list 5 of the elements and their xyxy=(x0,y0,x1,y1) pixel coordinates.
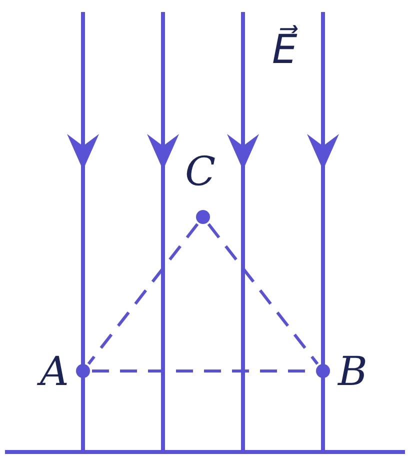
point-label: B xyxy=(338,352,368,392)
field-label: E⃗ xyxy=(272,24,298,75)
dashed-line xyxy=(87,223,199,365)
dashed-line xyxy=(207,223,319,365)
point-label: C xyxy=(185,152,216,192)
